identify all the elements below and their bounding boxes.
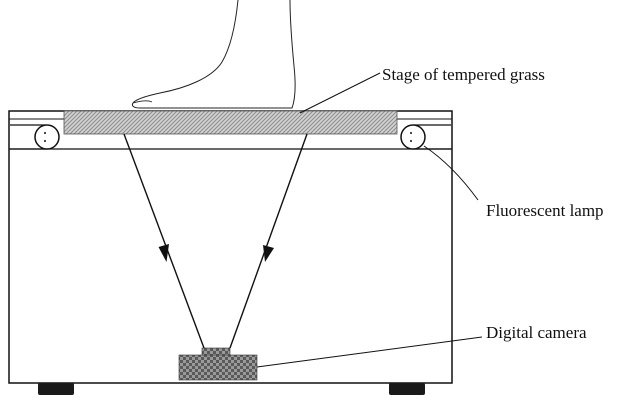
stage-label: Stage of tempered grass [382,65,545,84]
stage-leader-line [299,72,381,114]
toe-line [132,100,153,104]
right-light-ray [229,133,308,349]
right-ray-arrowhead [263,245,274,262]
lamp-leader-line [423,145,479,201]
left-light-ray [123,133,205,349]
right-box-foot [389,383,425,395]
left-ray-arrowhead [158,244,169,262]
right-fluorescent-lamp [400,124,451,150]
tempered-glass-stage [63,110,398,135]
left-box-foot [38,383,74,395]
scanner-box [8,110,453,384]
lamp-label: Fluorescent lamp [486,201,604,220]
digital-camera [178,354,258,381]
left-fluorescent-lamp [10,124,60,150]
camera-leader-line [256,336,483,368]
foot-outline [131,0,296,109]
camera-label: Digital camera [486,323,587,342]
